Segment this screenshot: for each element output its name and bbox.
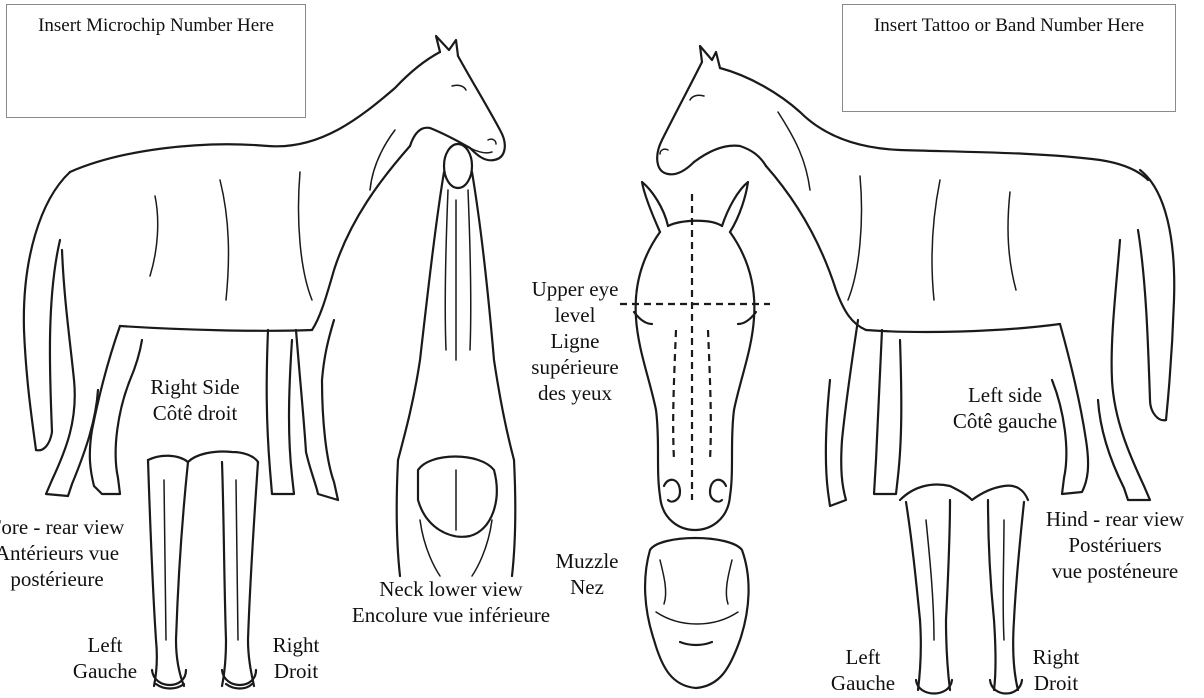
fore-rear-view-label: Fore - rear view Antérieurs vue postérie… (0, 514, 152, 592)
microchip-number-field[interactable]: Insert Microchip Number Here (6, 4, 306, 118)
upper-eye-level-label: Upper eye level Ligne supérieure des yeu… (520, 276, 630, 406)
head-front-view-outline (620, 182, 770, 530)
horse-left-side-outline (657, 46, 1174, 506)
fore-right-label: Right Droit (256, 632, 336, 684)
left-side-label: Left side Côtê gauche (930, 382, 1080, 434)
hind-left-label: Left Gauche (818, 644, 908, 696)
tattoo-band-number-field[interactable]: Insert Tattoo or Band Number Here (842, 4, 1176, 112)
fore-legs-rear-view-outline (148, 451, 258, 688)
hind-right-label: Right Droit (1016, 644, 1096, 696)
microchip-number-label: Insert Microchip Number Here (7, 15, 305, 37)
fore-left-label: Left Gauche (60, 632, 150, 684)
hind-rear-view-label: Hind - rear view Postériuers vue posténe… (1026, 506, 1204, 584)
muzzle-view-outline (645, 538, 749, 688)
right-side-label: Right Side Côtê droit (120, 374, 270, 426)
muzzle-label: Muzzle Nez (532, 548, 642, 600)
neck-lower-view-outline (397, 144, 516, 576)
tattoo-band-number-label: Insert Tattoo or Band Number Here (843, 15, 1175, 37)
hind-legs-rear-view-outline (900, 485, 1028, 694)
